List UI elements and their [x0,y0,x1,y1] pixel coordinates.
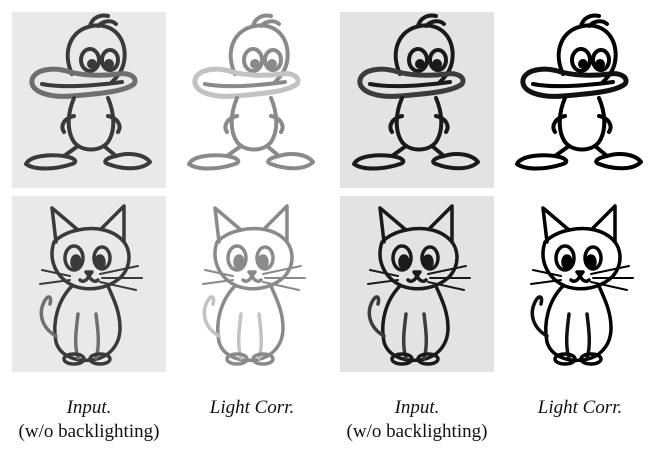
cat-panel-light-corr-1 [175,196,329,372]
caption-title: Light Corr. [537,397,623,418]
duck-drawing-icon [175,12,329,188]
caption-input-2: Input. (w/o backlighting) [332,396,502,444]
caption-light-corr-1: Light Corr. [167,396,337,420]
cat-drawing-icon [503,196,657,372]
cat-panel-light-corr-2 [503,196,657,372]
duck-panel-input-2 [340,12,494,188]
duck-drawing-icon [503,12,657,188]
cat-drawing-icon [175,196,329,372]
caption-subtitle: (w/o backlighting) [346,421,488,442]
caption-input-1: Input. (w/o backlighting) [4,396,174,444]
cat-drawing-icon [12,196,166,372]
caption-title: Light Corr. [209,397,295,418]
caption-title: Input. [66,397,112,418]
duck-panel-light-corr-1 [175,12,329,188]
duck-panel-light-corr-2 [503,12,657,188]
cat-drawing-icon [340,196,494,372]
duck-panel-input-1 [12,12,166,188]
cat-panel-input-2 [340,196,494,372]
duck-drawing-icon [12,12,166,188]
caption-light-corr-2: Light Corr. [495,396,665,420]
caption-title: Input. [394,397,440,418]
caption-subtitle: (w/o backlighting) [18,421,160,442]
duck-drawing-icon [340,12,494,188]
cat-panel-input-1 [12,196,166,372]
